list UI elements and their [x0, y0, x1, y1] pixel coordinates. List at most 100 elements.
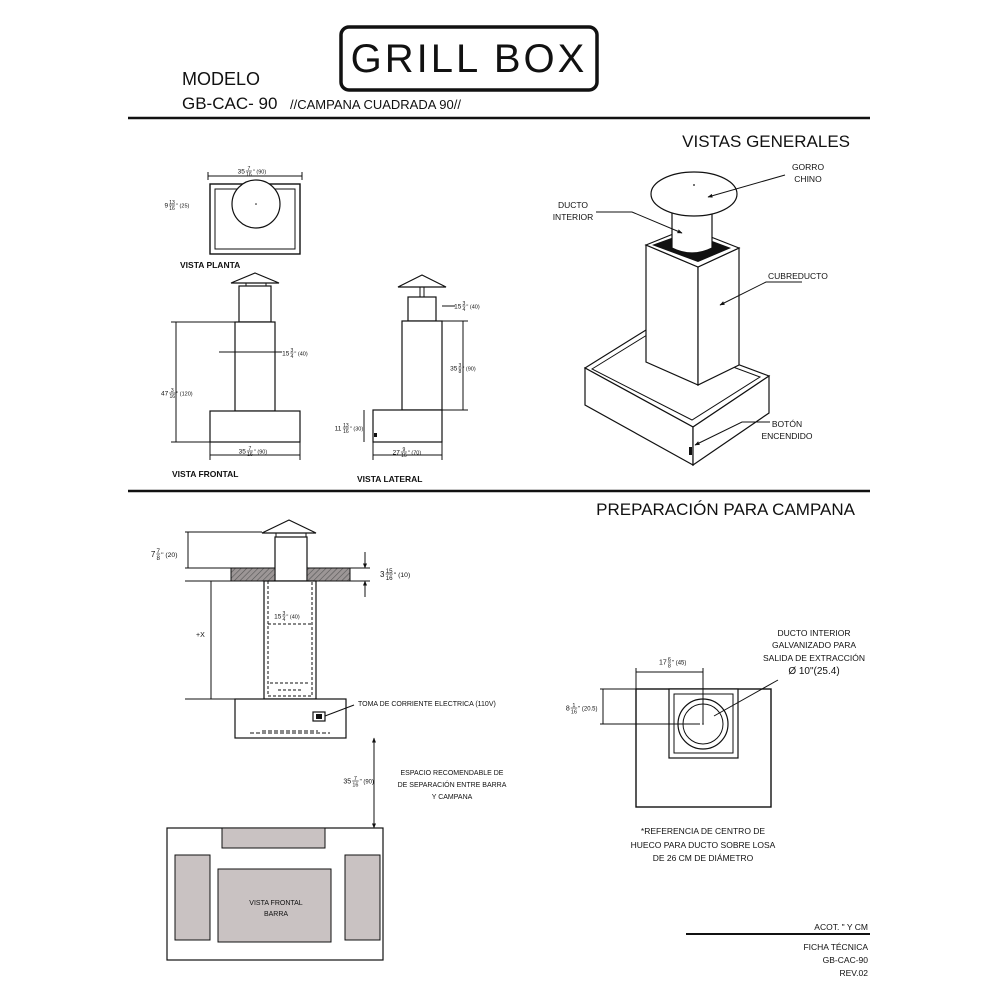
dim-whole: 15 — [274, 613, 282, 620]
reference-note-3: DE 26 CM DE DIÁMETRO — [653, 853, 754, 863]
dim-whole: 7 — [151, 550, 156, 559]
clearance-note-3: Y CAMPANA — [432, 794, 473, 801]
dim-denominator: 16 — [401, 453, 407, 459]
dim-denominator: 16 — [343, 429, 349, 435]
sheet-line-3: REV.02 — [839, 968, 868, 978]
dim-whole: 15 — [282, 350, 290, 357]
clearance-note-1: ESPACIO RECOMENDABLE DE — [401, 770, 504, 777]
dim-suffix: " (45) — [672, 660, 686, 666]
clearance-note-2: DE SEPARACIÓN ENTRE BARRA — [398, 780, 507, 789]
dim-whole: 17 — [659, 659, 667, 666]
dim-whole: 9 — [164, 202, 168, 209]
plan-view-label: VISTA PLANTA — [180, 260, 240, 270]
dim-numerator: 3 — [458, 363, 461, 369]
front-view-label: VISTA FRONTAL — [172, 469, 238, 479]
cap-label-2: CHINO — [794, 174, 822, 184]
dim-denominator: 4 — [462, 307, 465, 313]
dim-suffix: " (30) — [350, 426, 363, 432]
isometric-view: GORRO CHINO DUCTO INTERIOR CUBREDUCTO BO… — [553, 162, 828, 467]
dim-suffix: " (90) — [360, 779, 374, 785]
dim-numerator: 7 — [248, 446, 251, 452]
dim-numerator: 15 — [386, 568, 393, 575]
dim-numerator: 3 — [171, 388, 174, 394]
dim-whole: 27 — [393, 449, 401, 456]
dim-whole: 35 — [239, 448, 247, 455]
dim-denominator: 4 — [282, 617, 285, 623]
dim-suffix: " (90) — [254, 449, 267, 455]
dim-suffix: " (70) — [408, 450, 421, 456]
dim-denominator: 4 — [290, 354, 293, 360]
dim-numerator: 7 — [354, 776, 357, 782]
dim-whole: 3 — [380, 570, 385, 579]
bar-front-view: VISTA FRONTAL BARRA — [166, 827, 384, 961]
dim-denominator: 16 — [246, 172, 252, 178]
button-label-1: BOTÓN — [772, 419, 802, 429]
dim-denominator: 8 — [458, 369, 461, 375]
general-views-title: VISTAS GENERALES — [682, 132, 850, 151]
prep-height-label: +X — [196, 632, 205, 639]
bar-label-2: BARRA — [264, 911, 288, 918]
model-label: MODELO — [182, 69, 260, 89]
inner-duct-label-1: DUCTO — [558, 200, 588, 210]
units-note: ACOT. " Y CM — [814, 922, 868, 932]
duct-title-2: GALVANIZADO PARA — [772, 640, 856, 650]
dim-denominator: 16 — [169, 394, 175, 400]
dim-denominator: 8 — [668, 663, 671, 669]
duct-diameter: Ø 10"(25.4) — [788, 666, 839, 677]
dim-whole: 8 — [566, 705, 570, 712]
dim-suffix: " (20) — [161, 552, 177, 559]
dim-numerator: 7 — [247, 166, 250, 172]
duct-title-1: DUCTO INTERIOR — [777, 628, 850, 638]
reference-note-2: HUECO PARA DUCTO SOBRE LOSA — [631, 840, 776, 850]
dim-whole: 35 — [238, 168, 246, 175]
sheet-line-2: GB-CAC-90 — [823, 955, 869, 965]
dim-numerator: 7 — [157, 548, 161, 555]
dim-suffix: " (90) — [462, 366, 475, 372]
side-view-label: VISTA LATERAL — [357, 474, 422, 484]
outlet-label: TOMA DE CORRIENTE ELECTRICA (110V) — [358, 701, 496, 708]
dim-denominator: 16 — [571, 709, 577, 715]
duct-opening-plan: DUCTO INTERIOR GALVANIZADO PARA SALIDA D… — [566, 628, 865, 863]
dim-whole: 11 — [335, 425, 342, 432]
dim-numerator: 3 — [290, 348, 293, 354]
dim-whole: 35 — [343, 778, 351, 785]
duct-cover-label: CUBREDUCTO — [768, 271, 828, 281]
dim-numerator: 1 — [572, 703, 575, 709]
dim-denominator: 8 — [157, 555, 161, 562]
dim-whole: 15 — [454, 303, 462, 310]
dim-whole: 47 — [161, 390, 169, 397]
logo-text: GRILL BOX — [351, 37, 588, 81]
inner-duct-label-2: INTERIOR — [553, 212, 594, 222]
dim-numerator: 13 — [169, 200, 175, 206]
dim-suffix: " (90) — [253, 169, 266, 175]
dim-numerator: 3 — [462, 301, 465, 307]
dim-denominator: 16 — [169, 206, 175, 212]
model-description: //CAMPANA CUADRADA 90// — [290, 97, 461, 112]
bar-label-1: VISTA FRONTAL — [249, 900, 303, 907]
dim-denominator: 16 — [386, 575, 393, 582]
cap-label-1: GORRO — [792, 162, 825, 172]
sheet-line-1: FICHA TÉCNICA — [803, 942, 868, 952]
dim-suffix: " (40) — [466, 304, 479, 310]
logo: GRILL BOX — [339, 25, 599, 92]
dim-whole: 35 — [450, 365, 458, 372]
